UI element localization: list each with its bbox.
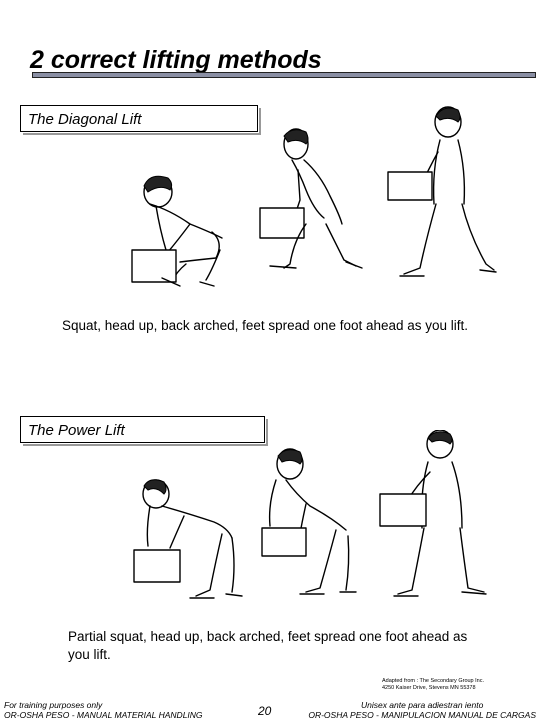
power-lift-illustration [0, 430, 540, 620]
footer-left: For training purposes only OR-OSHA PESO … [4, 700, 203, 720]
standing-lift-figure [387, 106, 497, 277]
power-lift-caption: Partial squat, head up, back arched, fee… [68, 629, 468, 662]
half-lift-figure [259, 128, 363, 269]
footer-right-line-2: OR-OSHA PESO - MANIPULACION MANUAL DE CA… [308, 710, 536, 720]
diagonal-lift-caption: Squat, head up, back arched, feet spread… [62, 318, 469, 333]
page-number: 20 [258, 704, 272, 718]
footer-right: Unisex ante para adiestran iento OR-OSHA… [308, 700, 536, 720]
footer-right-line-1: Unisex ante para adiestran iento [360, 700, 484, 710]
squatting-figure [131, 175, 223, 287]
bent-over-figure [133, 479, 243, 599]
diagonal-lift-heading: The Diagonal Lift [20, 105, 261, 135]
credit-line-1: Adapted from : The Secondary Group Inc. [382, 678, 485, 684]
footer-left-line-1: For training purposes only [4, 700, 103, 710]
title-underline-bar [32, 72, 536, 78]
page-title: 2 correct lifting methods [30, 46, 322, 74]
power-lift-figure [261, 448, 357, 595]
source-credit: Adapted from : The Secondary Group Inc. … [382, 678, 532, 692]
diagonal-lift-illustration [0, 100, 540, 300]
footer-left-line-2: OR-OSHA PESO - MANUAL MATERIAL HANDLING [4, 710, 203, 720]
standing-carry-figure [379, 430, 487, 597]
credit-line-2: 4250 Kaiser Drive, Stevens MN 55378 [382, 685, 476, 691]
